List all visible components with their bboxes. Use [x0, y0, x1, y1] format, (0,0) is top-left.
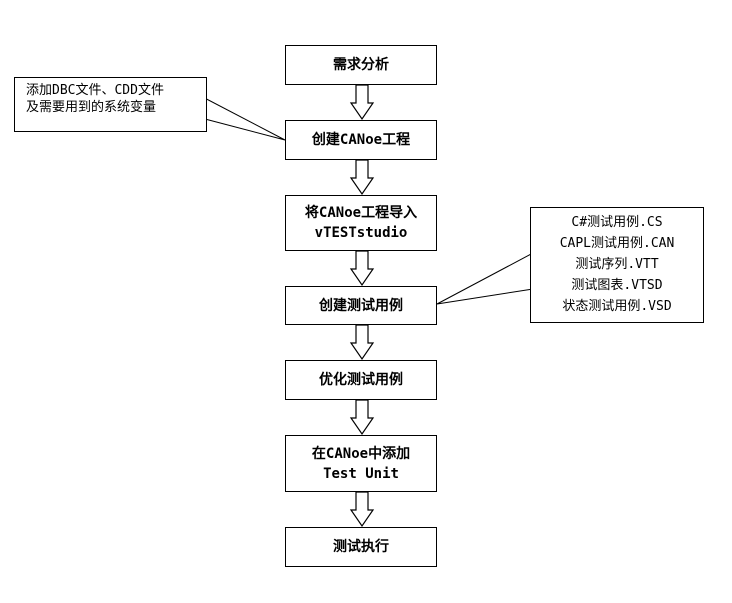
note-line: 测试图表.VTSD [571, 278, 663, 293]
step-optimize-test-cases: 优化测试用例 [285, 360, 437, 400]
note-project-contents: 添加DBC文件、CDD文件 及需要用到的系统变量 [14, 77, 207, 132]
step-label: 创建CANoe工程 [311, 132, 411, 148]
step-label: 优化测试用例 [319, 372, 403, 388]
note-test-case-types: C#测试用例.CS CAPL测试用例.CAN 测试序列.VTT 测试图表.VTS… [530, 207, 704, 323]
flow-arrow-5 [349, 399, 375, 436]
flow-arrow-1 [349, 84, 375, 121]
callout-pointer-testcases [436, 252, 534, 305]
callout-pointer-project [194, 92, 286, 141]
step-label: 创建测试用例 [319, 297, 403, 314]
note-line: C#测试用例.CS [571, 215, 663, 230]
step-create-canoe-project: 创建CANoe工程 [285, 120, 437, 160]
step-create-test-cases: 创建测试用例 [285, 286, 437, 325]
note-line: CAPL测试用例.CAN [559, 236, 675, 251]
step-label: 需求分析 [333, 57, 389, 73]
step-label: 将CANoe工程导入 [304, 205, 418, 221]
step-label: Test Unit [323, 465, 399, 482]
flow-arrow-6 [349, 491, 375, 528]
step-test-execution: 测试执行 [285, 527, 437, 567]
note-line: 状态测试用例.VSD [562, 299, 672, 314]
flow-arrow-4 [349, 324, 375, 361]
note-line: 及需要用到的系统变量 [26, 100, 157, 115]
step-label: vTESTstudio [314, 225, 408, 241]
note-line: 添加DBC文件、CDD文件 [26, 83, 164, 98]
step-import-to-vteststudio: 将CANoe工程导入 vTESTstudio [285, 195, 437, 251]
step-label: 在CANoe中添加 [311, 445, 411, 462]
step-requirements-analysis: 需求分析 [285, 45, 437, 85]
flow-arrow-3 [349, 250, 375, 287]
step-label: 测试执行 [333, 539, 389, 555]
flow-arrow-2 [349, 159, 375, 196]
note-line: 测试序列.VTT [575, 257, 659, 272]
step-add-test-unit: 在CANoe中添加 Test Unit [285, 435, 437, 492]
